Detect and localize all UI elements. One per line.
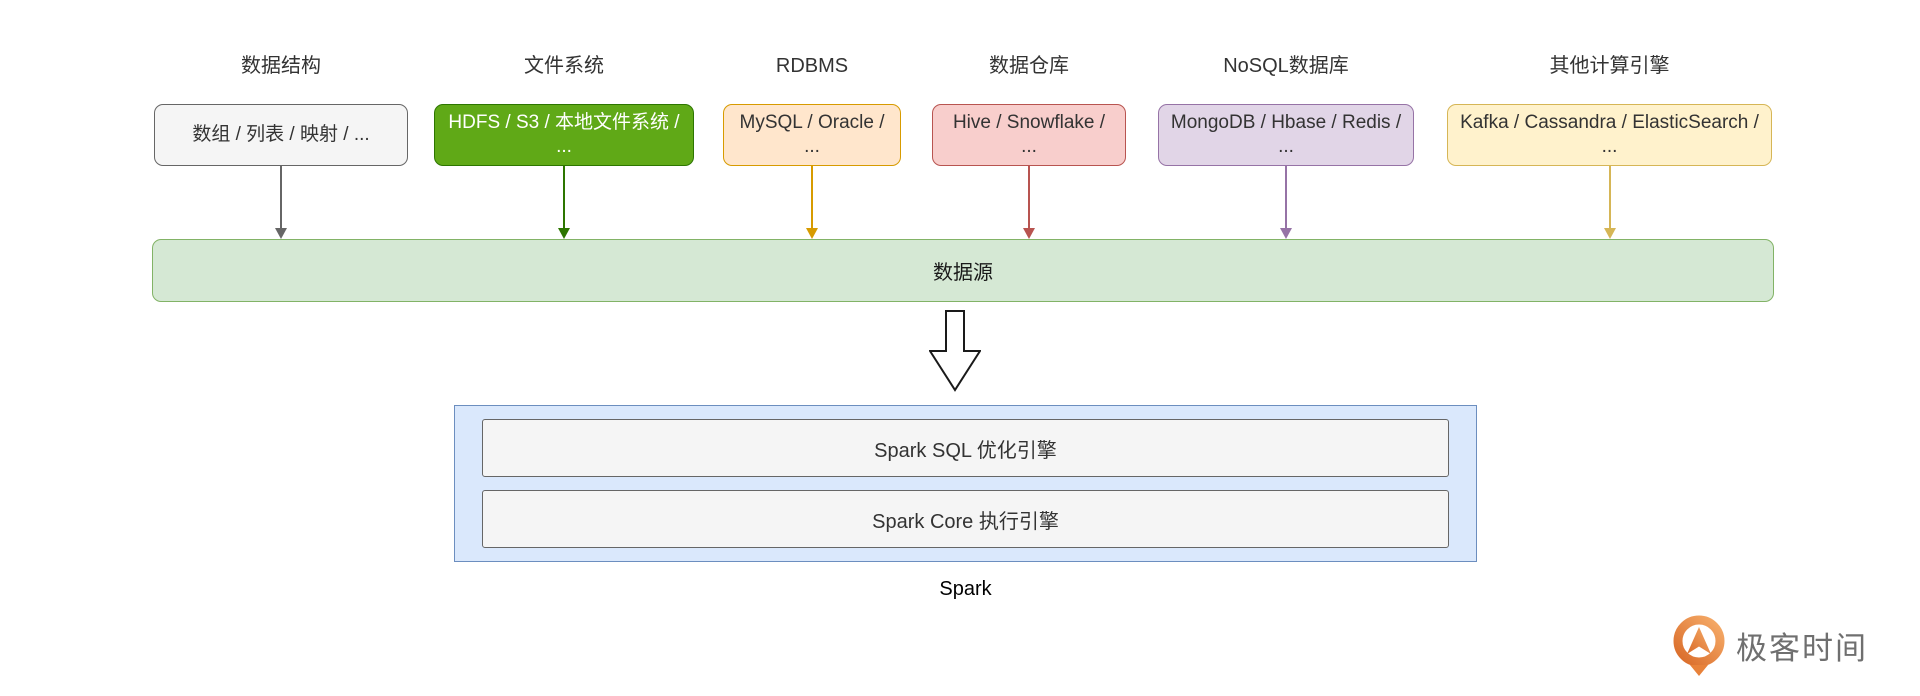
- connector-arrow-line: [1285, 166, 1287, 228]
- spark-core-engine-box: Spark Core 执行引擎: [482, 490, 1449, 548]
- source-category-label: 文件系统: [524, 55, 604, 77]
- source-category-label: NoSQL数据库: [1223, 55, 1349, 77]
- source-column: 其他计算引擎 Kafka / Cassandra / ElasticSearch…: [1447, 52, 1772, 239]
- connector-arrow-head-icon: [1280, 228, 1292, 239]
- source-category-label: RDBMS: [775, 55, 849, 77]
- connector-arrow-head-icon: [275, 228, 287, 239]
- source-box: MongoDB / Hbase / Redis / ...: [1158, 104, 1414, 166]
- connector-arrow-head-icon: [1023, 228, 1035, 239]
- source-box: MySQL / Oracle / ...: [723, 104, 901, 166]
- connector-arrow-head-icon: [1603, 228, 1616, 239]
- spark-sql-engine-box: Spark SQL 优化引擎: [482, 419, 1449, 477]
- source-column: 文件系统 HDFS / S3 / 本地文件系统 / ...: [434, 52, 694, 239]
- connector-arrow-head-icon: [558, 228, 570, 239]
- geektime-logo-icon: [1673, 615, 1725, 676]
- spark-caption: Spark: [939, 578, 992, 600]
- spark-container: Spark SQL 优化引擎 Spark Core 执行引擎: [454, 405, 1477, 562]
- big-down-arrow-icon: [929, 310, 981, 392]
- connector-arrow-head-icon: [806, 228, 818, 239]
- source-box: Kafka / Cassandra / ElasticSearch / ...: [1447, 104, 1772, 166]
- source-category-label: 数据结构: [241, 55, 321, 77]
- source-column: NoSQL数据库 MongoDB / Hbase / Redis / ...: [1158, 52, 1414, 239]
- data-source-bar-label: 数据源: [933, 262, 993, 284]
- geektime-logo-text: 极客时间: [1736, 630, 1868, 666]
- source-category-label: 数据仓库: [989, 55, 1069, 77]
- connector-arrow-line: [563, 166, 565, 228]
- connector-arrow-line: [811, 166, 813, 228]
- source-box: 数组 / 列表 / 映射 / ...: [154, 104, 408, 166]
- data-source-bar: 数据源: [152, 239, 1774, 302]
- connector-arrow-line: [1028, 166, 1030, 228]
- geektime-logo: 极客时间: [1671, 614, 1868, 676]
- source-column: 数据仓库 Hive / Snowflake / ...: [932, 52, 1126, 239]
- source-column: RDBMS MySQL / Oracle / ...: [723, 52, 901, 239]
- source-box: HDFS / S3 / 本地文件系统 / ...: [434, 104, 694, 166]
- source-box: Hive / Snowflake / ...: [932, 104, 1126, 166]
- source-category-label: 其他计算引擎: [1549, 55, 1670, 77]
- connector-arrow-line: [280, 166, 282, 228]
- source-column: 数据结构 数组 / 列表 / 映射 / ...: [154, 52, 408, 239]
- connector-arrow-line: [1608, 166, 1611, 228]
